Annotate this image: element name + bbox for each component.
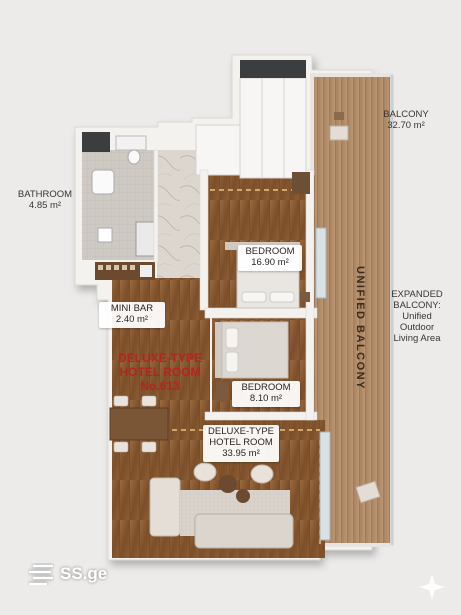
armchair-left	[149, 477, 181, 537]
bath-sink	[91, 169, 115, 195]
nightstand	[216, 382, 228, 402]
unified-balcony-label: UNIFIED BALCONY	[354, 266, 366, 390]
balcony-planter	[334, 112, 344, 120]
balcony-label: BALCONY 32.70 m²	[383, 109, 429, 131]
mini-bar-label: MINI BAR 2.40 m²	[99, 302, 165, 328]
wardrobe	[239, 77, 307, 179]
bedroom-small-label: BEDROOM 8.10 m²	[232, 381, 300, 407]
expanded-balcony-label: EXPANDED BALCONY: Unified Outdoor Living…	[391, 289, 443, 344]
bedroom-window	[315, 227, 327, 299]
dining-table	[109, 407, 169, 441]
stacked-lines-icon	[28, 564, 54, 585]
balcony-chair-1	[329, 125, 349, 141]
coffee-table-2	[236, 489, 250, 503]
bath-towel	[97, 227, 113, 243]
wardrobe-shaft	[240, 60, 306, 78]
hotel-room-area-label: DELUXE-TYPE HOTEL ROOM 33.95 m²	[203, 425, 279, 462]
glass-facade	[319, 431, 331, 541]
bathroom-shaft	[82, 132, 110, 152]
shower-tray	[135, 221, 157, 257]
sofa	[194, 513, 294, 549]
balcony-chair-2	[355, 480, 381, 504]
toilet	[127, 149, 141, 165]
shower-screen	[115, 135, 147, 151]
bedroom-large-label: BEDROOM 16.90 m²	[238, 245, 302, 271]
closet	[195, 124, 241, 176]
lounge-chair-2	[250, 464, 274, 484]
logo-text: SS.ge	[60, 564, 108, 583]
sparkle-icon	[419, 574, 445, 600]
hotel-room-name-label: DELUXE-TYPE HOTEL ROOM No.613	[117, 351, 202, 393]
bathroom-label: BATHROOM 4.85 m²	[17, 189, 73, 211]
coffee-table-1	[219, 475, 237, 493]
dining-chairs	[113, 395, 157, 453]
lounge-chair-1	[193, 462, 217, 482]
bed-small-headboard	[215, 322, 223, 378]
ss-ge-logo[interactable]: SS.ge	[28, 563, 107, 585]
bedroom-desk	[292, 172, 310, 194]
